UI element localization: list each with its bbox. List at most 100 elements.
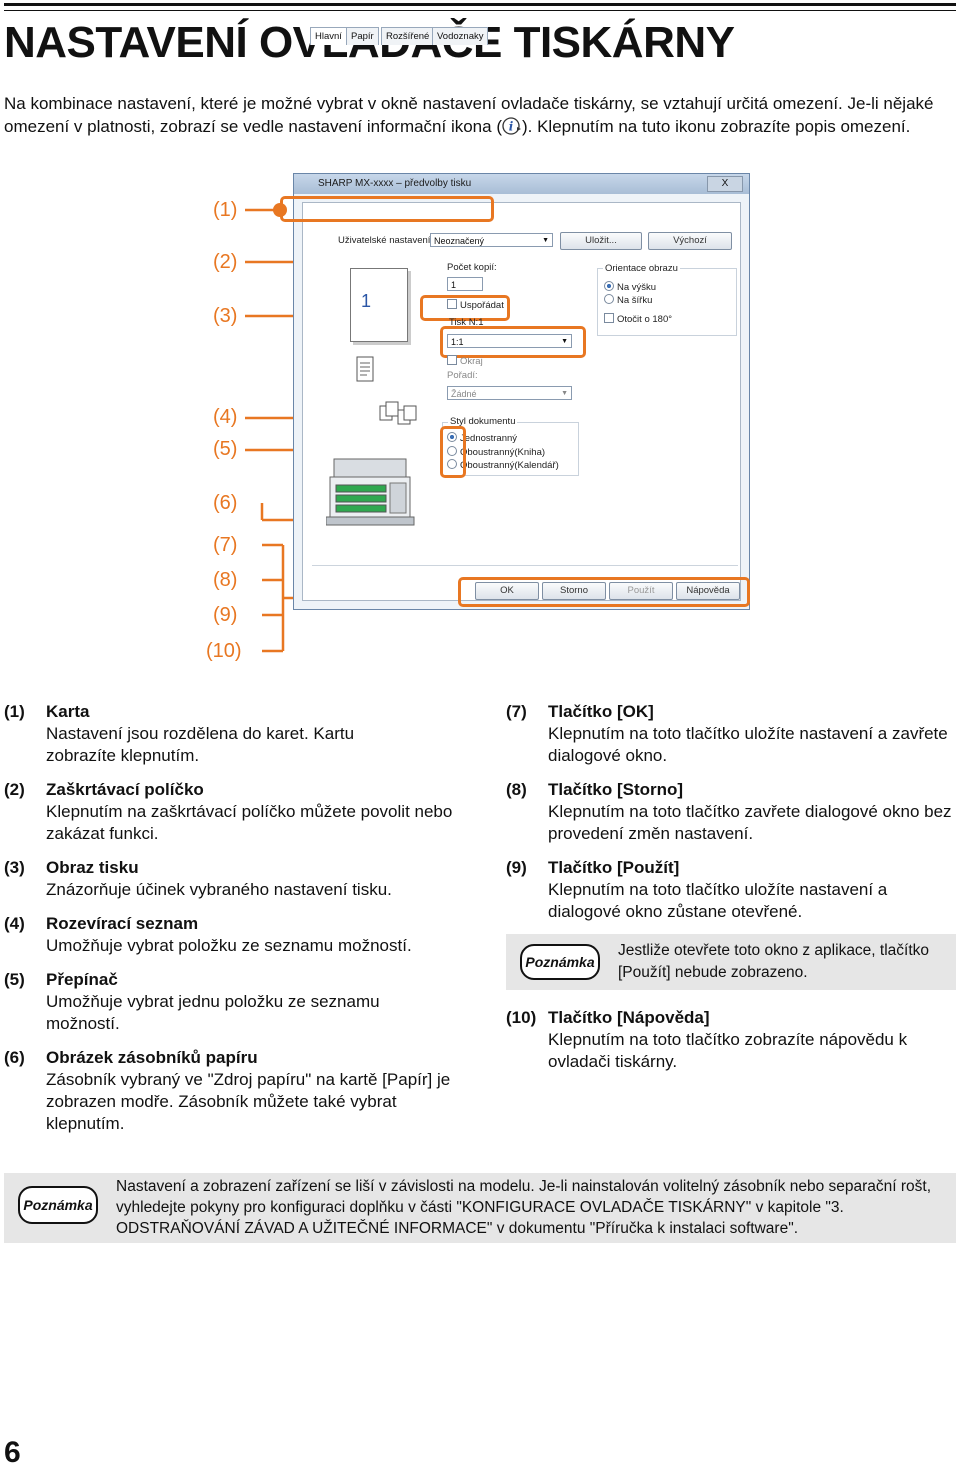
simplex-label: Jednostranný: [460, 433, 518, 444]
desc-num: (2): [4, 780, 25, 799]
defaults-button[interactable]: Výchozí: [648, 232, 732, 250]
highlight-tabs: [280, 196, 494, 222]
desc-title: Obraz tisku: [46, 858, 139, 877]
checkbox-icon: [604, 313, 614, 323]
save-button[interactable]: Uložit...: [560, 232, 642, 250]
nup-label: Tisk N:1: [449, 317, 484, 328]
duplex-calendar-radio[interactable]: Oboustranný(Kalendář): [447, 459, 559, 471]
desc-body: Nastavení jsou rozdělena do karet. Kartu…: [46, 724, 355, 765]
simplex-radio[interactable]: Jednostranný: [447, 432, 517, 444]
highlight-buttons: [458, 577, 750, 607]
inline-note-text: Jestliže otevřete toto okno z aplikace, …: [618, 942, 930, 981]
duplex-book-label: Oboustranný(Kniha): [460, 447, 546, 458]
rotate-label: Otočit o 180°: [617, 314, 673, 325]
desc-num: (10): [506, 1008, 537, 1027]
desc-title: Obrázek zásobníků papíru: [46, 1048, 258, 1067]
desc-title: Tlačítko [Nápověda]: [548, 1008, 710, 1027]
desc-title: Rozevírací seznam: [46, 914, 199, 933]
desc-item-9: (9) Tlačítko [Použít]Klepnutím na toto t…: [506, 857, 956, 923]
checkbox-checked-icon: [447, 299, 457, 309]
radio-icon: [447, 459, 457, 469]
docstyle-label: Styl dokumentu: [448, 416, 518, 427]
desc-body: Znázorňuje účinek vybraného nastavení ti…: [46, 880, 392, 899]
highlight-radio: [440, 426, 466, 478]
rotate-checkbox[interactable]: Otočit o 180°: [604, 313, 672, 325]
user-settings-value: Neoznačený: [434, 236, 485, 246]
close-button[interactable]: X: [707, 176, 743, 192]
print-preview-image: 1: [350, 268, 408, 342]
dialog-separator: [312, 565, 738, 566]
copies-value: 1: [451, 280, 457, 290]
border-checkbox[interactable]: Okraj: [447, 355, 483, 367]
callout-4: (4): [213, 406, 238, 428]
copies-input[interactable]: 1: [447, 277, 483, 291]
desc-num: (8): [506, 780, 527, 799]
desc-num: (5): [4, 970, 25, 989]
tab-main[interactable]: Hlavní: [310, 27, 347, 45]
ok-button[interactable]: OK: [475, 582, 539, 600]
callout-8: (8): [213, 569, 238, 591]
callout-10: (10): [206, 640, 242, 662]
preview-page-number: 1: [361, 291, 372, 311]
desc-num: (4): [4, 914, 25, 933]
intro-paragraph: Na kombinace nastavení, které je možné v…: [4, 92, 954, 138]
printer-tray-image[interactable]: [326, 455, 416, 530]
chevron-down-icon: ▼: [542, 237, 549, 244]
apply-button[interactable]: Použít: [609, 582, 673, 600]
desc-title: Přepínač: [46, 970, 118, 989]
dialog-title-bar: SHARP MX-xxxx – předvolby tisku: [294, 174, 749, 194]
cancel-button[interactable]: Storno: [542, 582, 606, 600]
help-button[interactable]: Nápověda: [676, 582, 740, 600]
duplex-book-radio[interactable]: Oboustranný(Kniha): [447, 446, 545, 458]
collate-checkbox[interactable]: Uspořádat: [447, 299, 504, 311]
checkbox-icon: [447, 355, 457, 365]
desc-body: Klepnutím na toto tlačítko zobrazíte náp…: [548, 1030, 908, 1071]
desc-num: (9): [506, 858, 527, 877]
callout-9: (9): [213, 604, 238, 626]
radio-selected-icon: [604, 281, 614, 291]
order-value: Žádné: [451, 389, 477, 399]
tab-advanced[interactable]: Rozšířené: [381, 27, 435, 45]
desc-num: (6): [4, 1048, 25, 1067]
radio-selected-icon: [447, 432, 457, 442]
desc-body: Klepnutím na toto tlačítko uložíte nasta…: [548, 724, 948, 765]
tab-watermarks[interactable]: Vodoznaky: [432, 27, 489, 45]
intro-text-2: ). Klepnutím na tuto ikonu zobrazíte pop…: [521, 117, 911, 136]
nup-select[interactable]: 1:1 ▼: [447, 334, 572, 348]
landscape-radio[interactable]: Na šířku: [604, 294, 652, 306]
nup-value: 1:1: [451, 337, 464, 347]
radio-icon: [447, 446, 457, 456]
callout-1: (1): [213, 199, 238, 221]
copies-label: Počet kopií:: [447, 262, 497, 273]
order-select[interactable]: Žádné▼: [447, 386, 572, 400]
desc-title: Tlačítko [Storno]: [548, 780, 684, 799]
svg-text:i: i: [509, 120, 514, 134]
user-settings-label: Uživatelské nastavení:: [338, 235, 434, 246]
callout-3: (3): [213, 305, 238, 327]
duplex-calendar-label: Oboustranný(Kalendář): [460, 460, 559, 471]
user-settings-select[interactable]: Neoznačený ▼: [430, 233, 553, 247]
portrait-radio[interactable]: Na výšku: [604, 281, 656, 293]
document-icon: [356, 356, 374, 382]
intro-text-1: Na kombinace nastavení, které je možné v…: [4, 94, 934, 136]
desc-item-8: (8) Tlačítko [Storno]Klepnutím na toto t…: [506, 779, 958, 845]
portrait-label: Na výšku: [617, 282, 657, 293]
border-label: Okraj: [460, 356, 483, 367]
tab-paper[interactable]: Papír: [346, 27, 379, 45]
landscape-label: Na šířku: [617, 295, 653, 306]
desc-body: Umožňuje vybrat jednu položku ze seznamu…: [46, 992, 380, 1033]
desc-body: Klepnutím na toto tlačítko uložíte nasta…: [548, 880, 888, 921]
bottom-note-box: Poznámka Nastavení a zobrazení zařízení …: [4, 1173, 956, 1243]
desc-num: (7): [506, 702, 527, 721]
radio-icon: [604, 294, 614, 304]
highlight-dropdown: [440, 326, 586, 358]
desc-title: Zaškrtávací políčko: [46, 780, 204, 799]
chevron-down-icon: ▼: [561, 338, 568, 345]
callout-6: (6): [213, 492, 238, 514]
desc-item-7: (7) Tlačítko [OK]Klepnutím na toto tlačí…: [506, 701, 956, 767]
